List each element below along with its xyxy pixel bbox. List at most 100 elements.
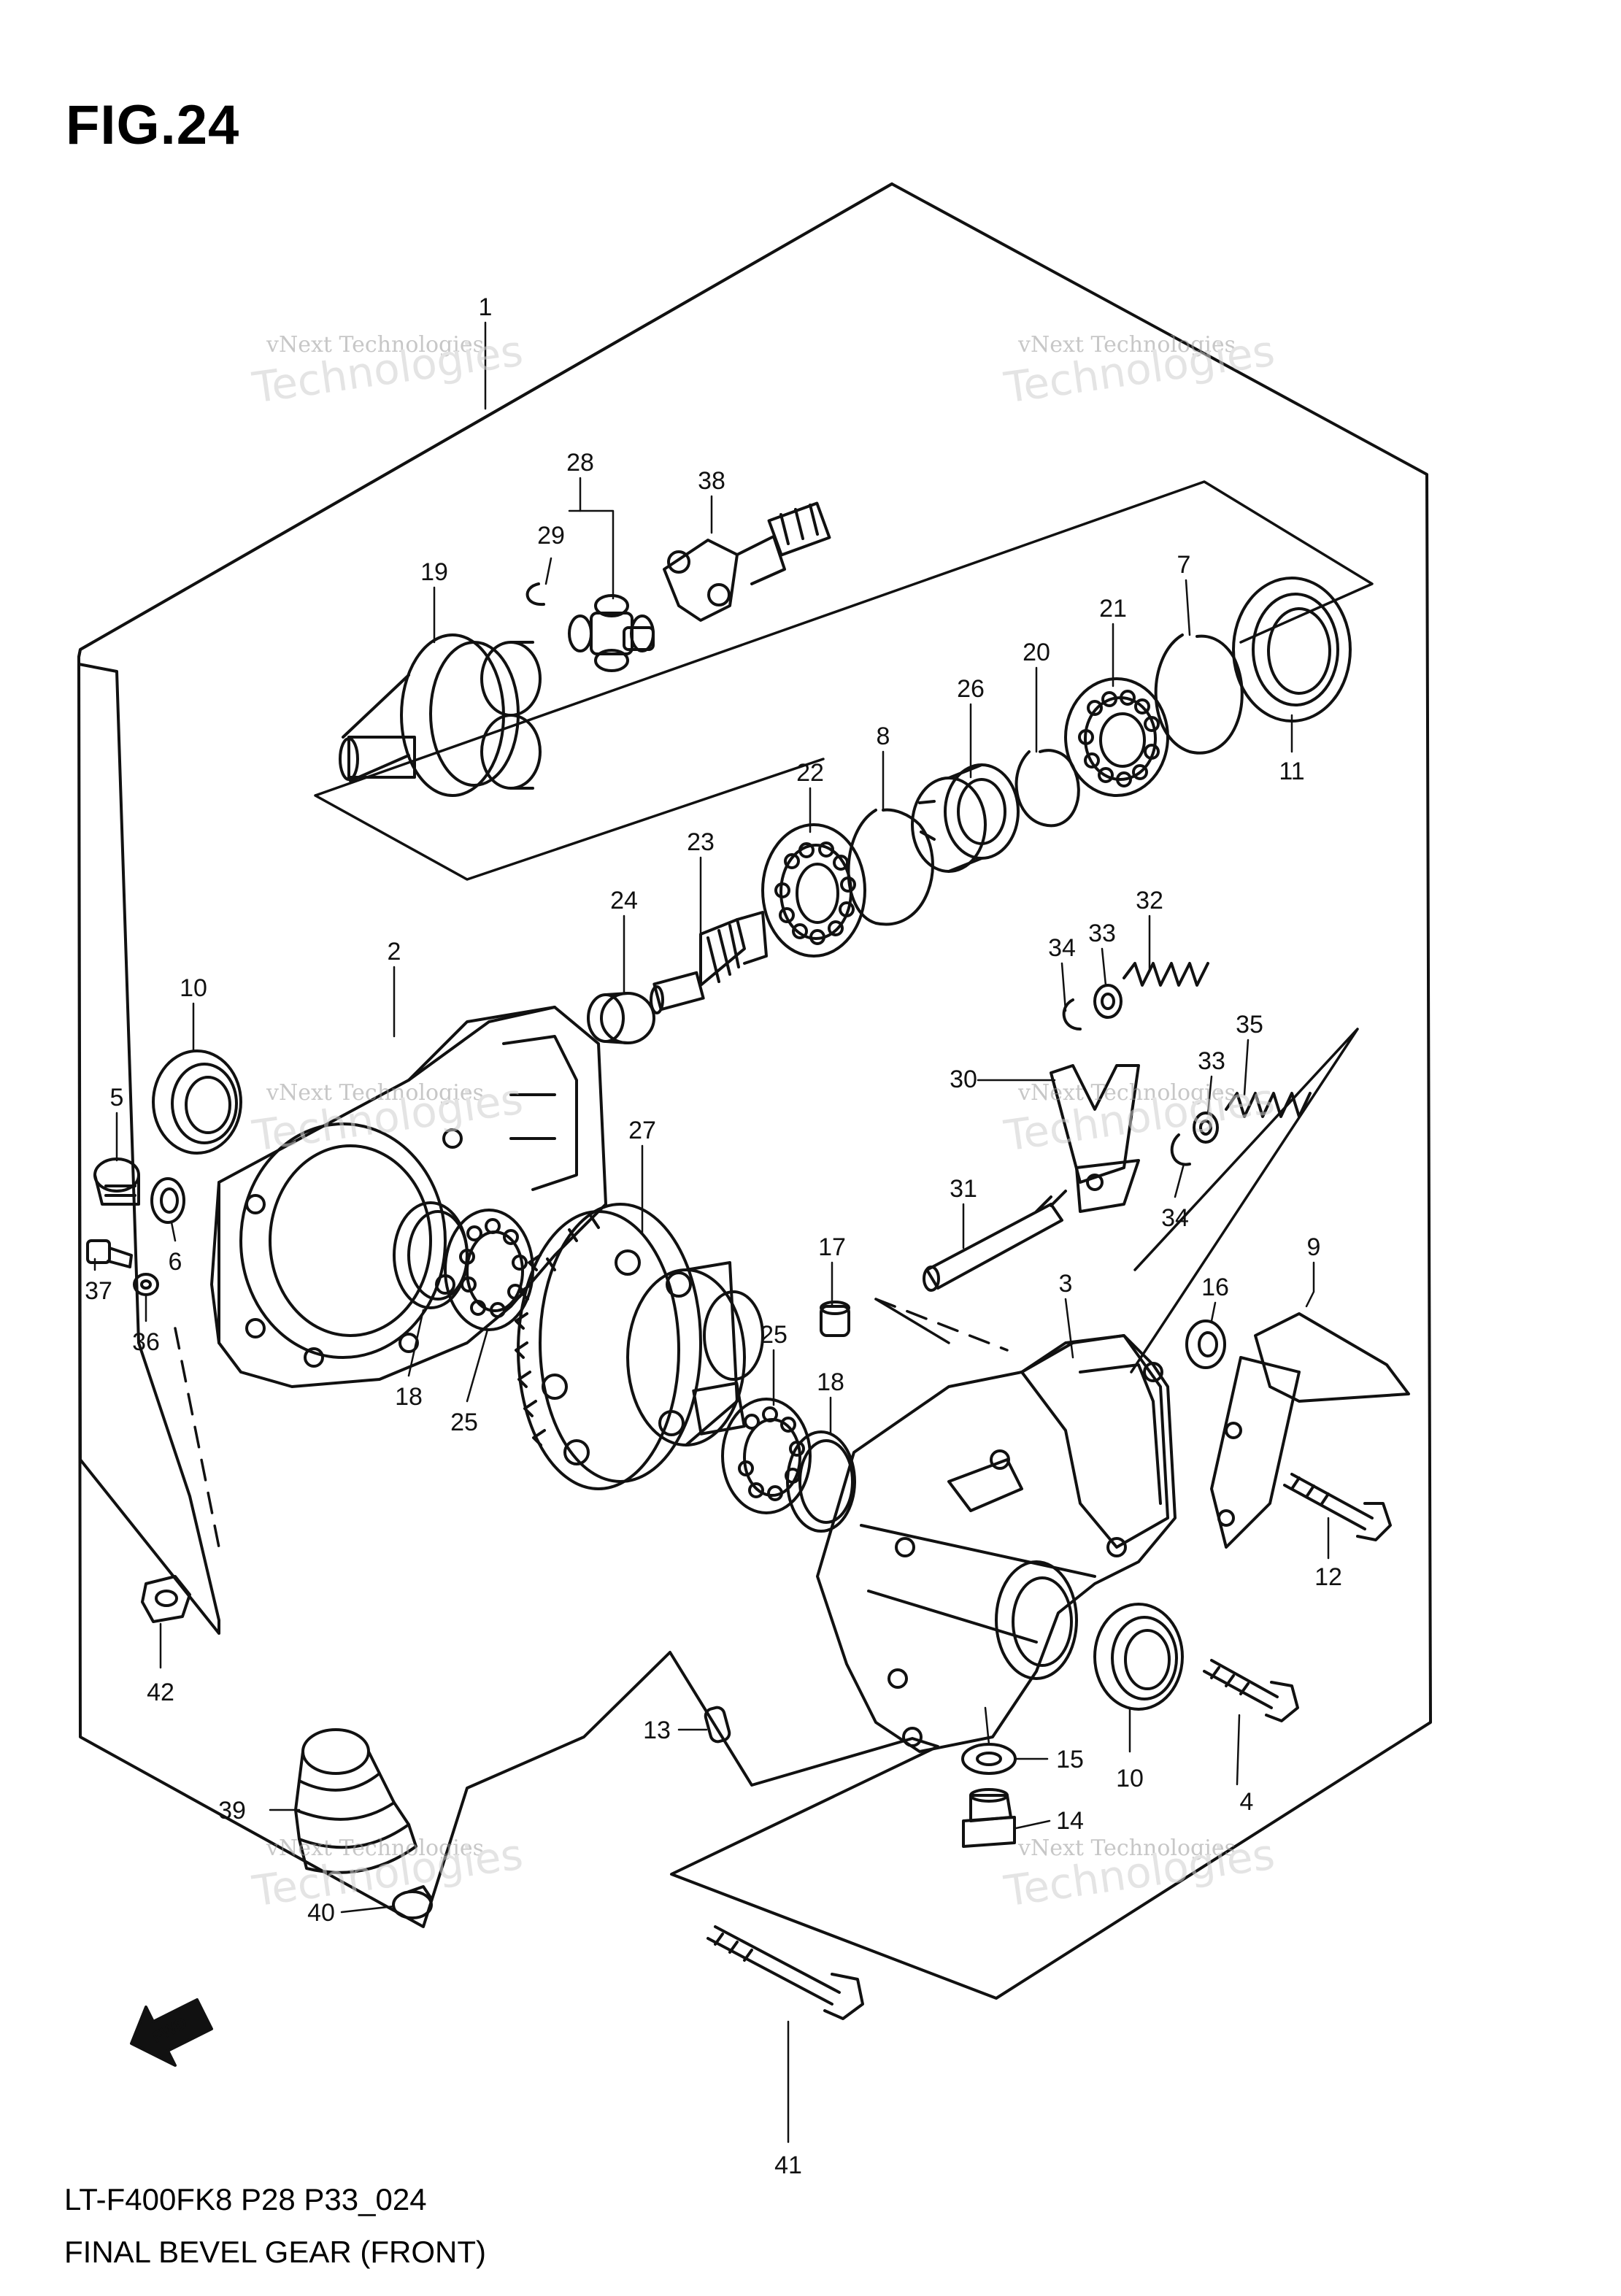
- callout-21: 21: [1099, 595, 1127, 623]
- part-6-washer: [150, 1177, 185, 1224]
- part-32-spring: [1123, 962, 1209, 987]
- callout-34-upper: 34: [1048, 934, 1076, 962]
- part-35-spring: [1225, 1092, 1312, 1118]
- callout-24: 24: [610, 887, 638, 914]
- part-31-shift-shaft: [923, 1190, 1067, 1292]
- callout-10-upper: 10: [180, 974, 207, 1002]
- part-34-clip-b: [1170, 1133, 1191, 1166]
- part-20-circlip: [1014, 749, 1080, 828]
- callout-35: 35: [1236, 1011, 1263, 1039]
- part-33-washer-b: [1193, 1112, 1219, 1144]
- callout-22: 22: [796, 759, 824, 787]
- part-13-dowel-pin: [704, 1706, 731, 1744]
- callout-30: 30: [950, 1066, 977, 1093]
- part-4-bolt: [1203, 1659, 1299, 1722]
- leader-lines: [93, 321, 1330, 2143]
- callout-29: 29: [537, 522, 565, 550]
- callout-2: 2: [388, 938, 401, 966]
- part-11-oil-seal: [1232, 577, 1352, 723]
- callout-10-lower: 10: [1116, 1765, 1144, 1792]
- part-2-left-housing: [210, 1006, 607, 1388]
- callout-41: 41: [774, 2151, 802, 2179]
- callout-25-right: 25: [760, 1321, 788, 1349]
- callout-26: 26: [957, 675, 985, 703]
- part-15-washer: [961, 1743, 1017, 1775]
- part-27-ring-gear: [515, 1203, 764, 1490]
- part-10-oil-seal-right: [1093, 1603, 1184, 1711]
- part-37-bolt: [86, 1239, 133, 1268]
- part-28-spider: [568, 594, 655, 672]
- callout-8: 8: [877, 723, 890, 750]
- part-22-bearing: [761, 823, 866, 958]
- callout-1: 1: [479, 293, 493, 321]
- callout-33-lower: 33: [1198, 1047, 1225, 1075]
- part-39-boot: [294, 1728, 417, 1874]
- callout-34-lower: 34: [1161, 1204, 1189, 1232]
- part-41-long-bolt: [706, 1925, 864, 2020]
- part-25-bearing-right: [721, 1398, 812, 1514]
- callout-4: 4: [1240, 1788, 1254, 1816]
- callout-17: 17: [818, 1233, 846, 1261]
- callout-39: 39: [218, 1797, 246, 1825]
- housing-frame-right: [874, 1028, 1359, 1374]
- callout-38: 38: [698, 467, 725, 495]
- callout-11: 11: [1279, 758, 1304, 785]
- fwd-arrow-icon: [130, 1998, 213, 2067]
- shaft-group-frame: [314, 480, 1374, 881]
- callout-42: 42: [147, 1679, 174, 1706]
- callout-23: 23: [687, 828, 715, 856]
- callout-12: 12: [1314, 1563, 1342, 1591]
- part-33-washer-a: [1093, 984, 1123, 1019]
- part-38-yoke-shaft: [663, 501, 831, 622]
- callout-27: 27: [628, 1117, 656, 1144]
- callout-18-right: 18: [817, 1368, 844, 1396]
- housing-dash-line: [874, 1298, 1009, 1352]
- part-7-circlip: [1154, 633, 1244, 755]
- drawing-code: LT-F400FK8 P28 P33_024: [64, 2182, 427, 2216]
- callout-5: 5: [110, 1084, 124, 1112]
- figure-title: FIG.24: [66, 94, 240, 156]
- part-12-bolt: [1283, 1473, 1392, 1541]
- part-9-bracket: [1210, 1312, 1410, 1549]
- part-16-bearing: [1185, 1320, 1226, 1369]
- callout-14: 14: [1056, 1807, 1084, 1835]
- part-19-flange: [339, 633, 542, 797]
- left-dash-line: [174, 1327, 220, 1549]
- callout-37: 37: [85, 1277, 112, 1305]
- part-25-bearing-left: [444, 1209, 534, 1331]
- callout-15: 15: [1056, 1746, 1084, 1773]
- callout-33-upper: 33: [1088, 920, 1116, 947]
- assembly-outline: [77, 182, 1432, 2000]
- callout-40: 40: [307, 1899, 335, 1927]
- callout-16: 16: [1201, 1274, 1229, 1301]
- part-21-bearing: [1064, 677, 1169, 797]
- callout-20: 20: [1023, 639, 1050, 666]
- callout-9: 9: [1307, 1233, 1321, 1261]
- part-14-filler-plug: [962, 1788, 1016, 1848]
- callout-7: 7: [1177, 551, 1191, 579]
- part-18-shim-left: [393, 1201, 469, 1309]
- part-26-needle-bearing: [911, 763, 1020, 873]
- part-8-circlip: [847, 808, 934, 926]
- callout-3: 3: [1059, 1270, 1073, 1298]
- callout-6: 6: [169, 1248, 182, 1276]
- part-18-shim-right: [786, 1430, 856, 1533]
- callout-19: 19: [420, 558, 448, 586]
- part-10-oil-seal-left: [152, 1049, 242, 1155]
- callout-25-left: 25: [450, 1409, 478, 1436]
- part-3-right-housing: [816, 1334, 1177, 1753]
- part-30-shift-fork: [1050, 1064, 1140, 1213]
- part-24-needle-bearing: [587, 992, 655, 1044]
- diagram-caption: FINAL BEVEL GEAR (FRONT): [64, 2235, 486, 2269]
- outline-top-edge: [77, 182, 893, 658]
- callout-36: 36: [132, 1328, 160, 1356]
- callout-32: 32: [1136, 887, 1163, 914]
- part-23-pinion-gear: [650, 911, 768, 1014]
- callout-31: 31: [950, 1175, 977, 1203]
- part-17-plug: [820, 1301, 850, 1337]
- part-42-nut: [141, 1575, 191, 1623]
- part-40-clamp: [392, 1885, 433, 1919]
- callout-13: 13: [643, 1717, 671, 1744]
- callout-18-left: 18: [395, 1383, 423, 1411]
